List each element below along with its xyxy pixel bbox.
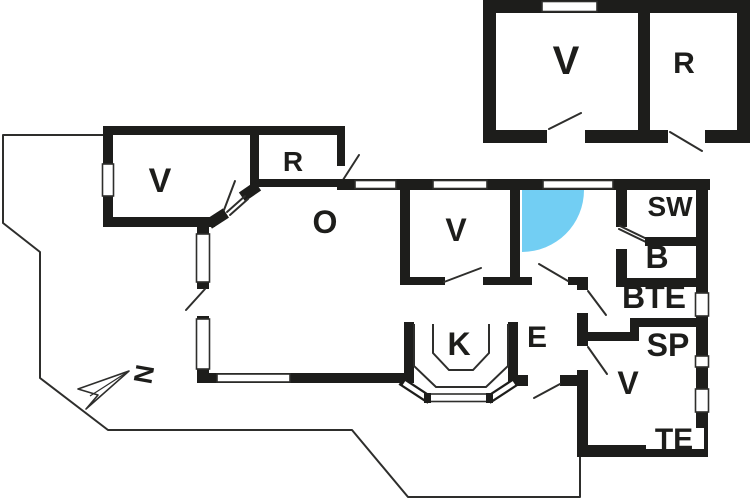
wall — [616, 249, 627, 282]
door-swing-line — [538, 263, 569, 282]
terrace-boundary — [2, 134, 581, 498]
door-swing-line — [587, 346, 608, 375]
room-label-outbuilding-r: R — [673, 47, 695, 80]
room-label-kitchen: K — [447, 326, 470, 362]
wall — [638, 318, 696, 327]
wall — [616, 190, 627, 227]
door-swing-line — [223, 180, 236, 211]
door-swing-line — [669, 131, 703, 152]
door-opening — [528, 374, 560, 387]
wall — [337, 126, 345, 166]
wall — [483, 0, 750, 13]
window — [542, 179, 614, 190]
window — [195, 233, 211, 283]
annex-northwest — [101, 126, 360, 229]
wall — [483, 277, 532, 285]
wall — [250, 179, 345, 187]
door-opening — [547, 129, 585, 144]
door-opening — [668, 129, 705, 150]
window — [694, 355, 710, 368]
wall — [103, 126, 345, 135]
room-label-v-middle: V — [445, 212, 467, 248]
room-label-b: B — [645, 239, 668, 275]
wall — [510, 190, 520, 285]
wall — [197, 373, 414, 383]
north-label: N — [128, 362, 161, 386]
wall — [483, 130, 750, 143]
door-opening — [576, 346, 589, 370]
wall — [588, 332, 638, 341]
main-building — [185, 179, 710, 457]
room-label-entry: E — [527, 321, 547, 354]
door-swing-line — [587, 290, 607, 316]
window — [101, 163, 115, 197]
kitchen-bay — [398, 322, 520, 404]
door-opening — [576, 290, 589, 313]
room-label-bte: BTE — [622, 279, 686, 315]
wall — [696, 179, 708, 457]
door-swing-line — [340, 154, 360, 184]
room-label-nw-r: R — [283, 146, 303, 177]
room-label-sp: SP — [647, 327, 690, 363]
wall — [616, 278, 696, 287]
window — [432, 179, 488, 190]
window — [541, 0, 598, 13]
room-label-v-southeast: V — [617, 365, 639, 401]
bay-window — [489, 381, 516, 400]
door-swing-line — [548, 112, 582, 130]
door-leaf — [618, 228, 649, 244]
wall — [568, 277, 588, 285]
room-label-terrace: TE — [655, 423, 693, 456]
door-swing-line — [185, 288, 206, 311]
wall — [645, 237, 696, 246]
kitchen-counter — [413, 324, 509, 388]
window — [694, 292, 710, 317]
interior-walls — [400, 190, 696, 445]
window — [195, 318, 211, 370]
kitchen-counter — [432, 324, 490, 371]
wall — [250, 126, 259, 187]
wall — [337, 179, 710, 190]
wall — [638, 10, 650, 133]
door-swing-line — [533, 383, 561, 399]
room-label-sw: SW — [647, 191, 693, 222]
door-leaf — [226, 195, 246, 213]
wall — [103, 217, 215, 227]
wall — [483, 0, 496, 143]
room-label-outbuilding-v: V — [553, 39, 580, 83]
entrance-door-swing-highlight — [522, 190, 584, 252]
wall — [404, 322, 414, 383]
wall — [508, 322, 518, 383]
window — [694, 388, 710, 413]
wall — [206, 208, 229, 229]
wall — [486, 393, 493, 403]
door-swing-line — [443, 267, 482, 283]
bay-window — [402, 381, 429, 400]
door-opening — [196, 289, 210, 316]
wall — [737, 0, 750, 143]
room-label-living: O — [313, 204, 338, 240]
wall — [400, 190, 410, 285]
label-backing — [646, 428, 704, 449]
wall — [630, 318, 639, 341]
wall — [424, 393, 431, 403]
door-leaf — [229, 198, 249, 216]
window — [354, 179, 397, 190]
window — [216, 373, 291, 383]
door-leaf — [619, 225, 650, 241]
room-label-nw-v: V — [149, 162, 172, 200]
north-arrow-icon — [77, 370, 130, 410]
bay-window — [427, 393, 490, 403]
outbuilding — [483, 0, 750, 152]
wall — [400, 277, 445, 285]
